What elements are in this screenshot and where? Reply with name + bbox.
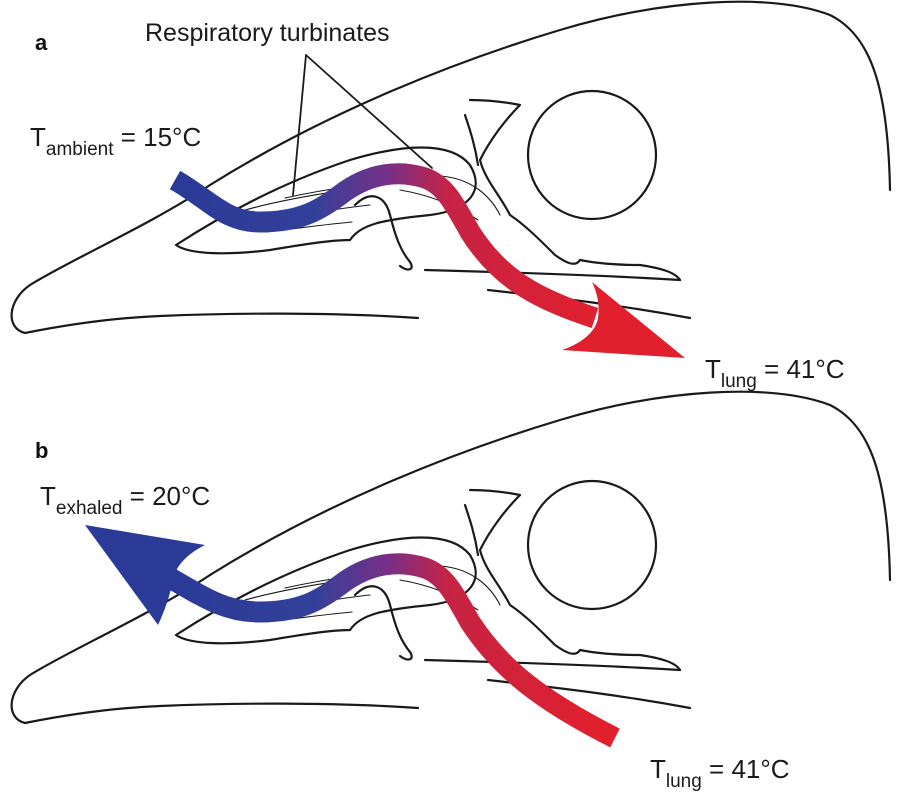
panel-a: a Respiratory turbinates Tambient = 15°C… <box>12 2 890 392</box>
outlet-temp-label-b: Tlung = 41°C <box>650 754 790 792</box>
panel-b: b Texhaled = 20°C Tlung = 41°C <box>12 392 890 792</box>
inlet-temp-label-b: Texhaled = 20°C <box>40 481 210 519</box>
inlet-temp-label-a: Tambient = 15°C <box>30 122 201 160</box>
outlet-temp-label-a: Tlung = 41°C <box>705 354 845 392</box>
panel-letter-a: a <box>35 30 48 55</box>
callout-line-left <box>293 55 306 195</box>
callout-line-right <box>306 55 432 168</box>
callout-label: Respiratory turbinates <box>145 19 390 47</box>
panel-letter-b: b <box>35 438 48 463</box>
airflow-path-inhale <box>175 174 595 318</box>
bird-skull-a <box>12 2 890 333</box>
arrowhead-exhaled <box>85 525 205 625</box>
